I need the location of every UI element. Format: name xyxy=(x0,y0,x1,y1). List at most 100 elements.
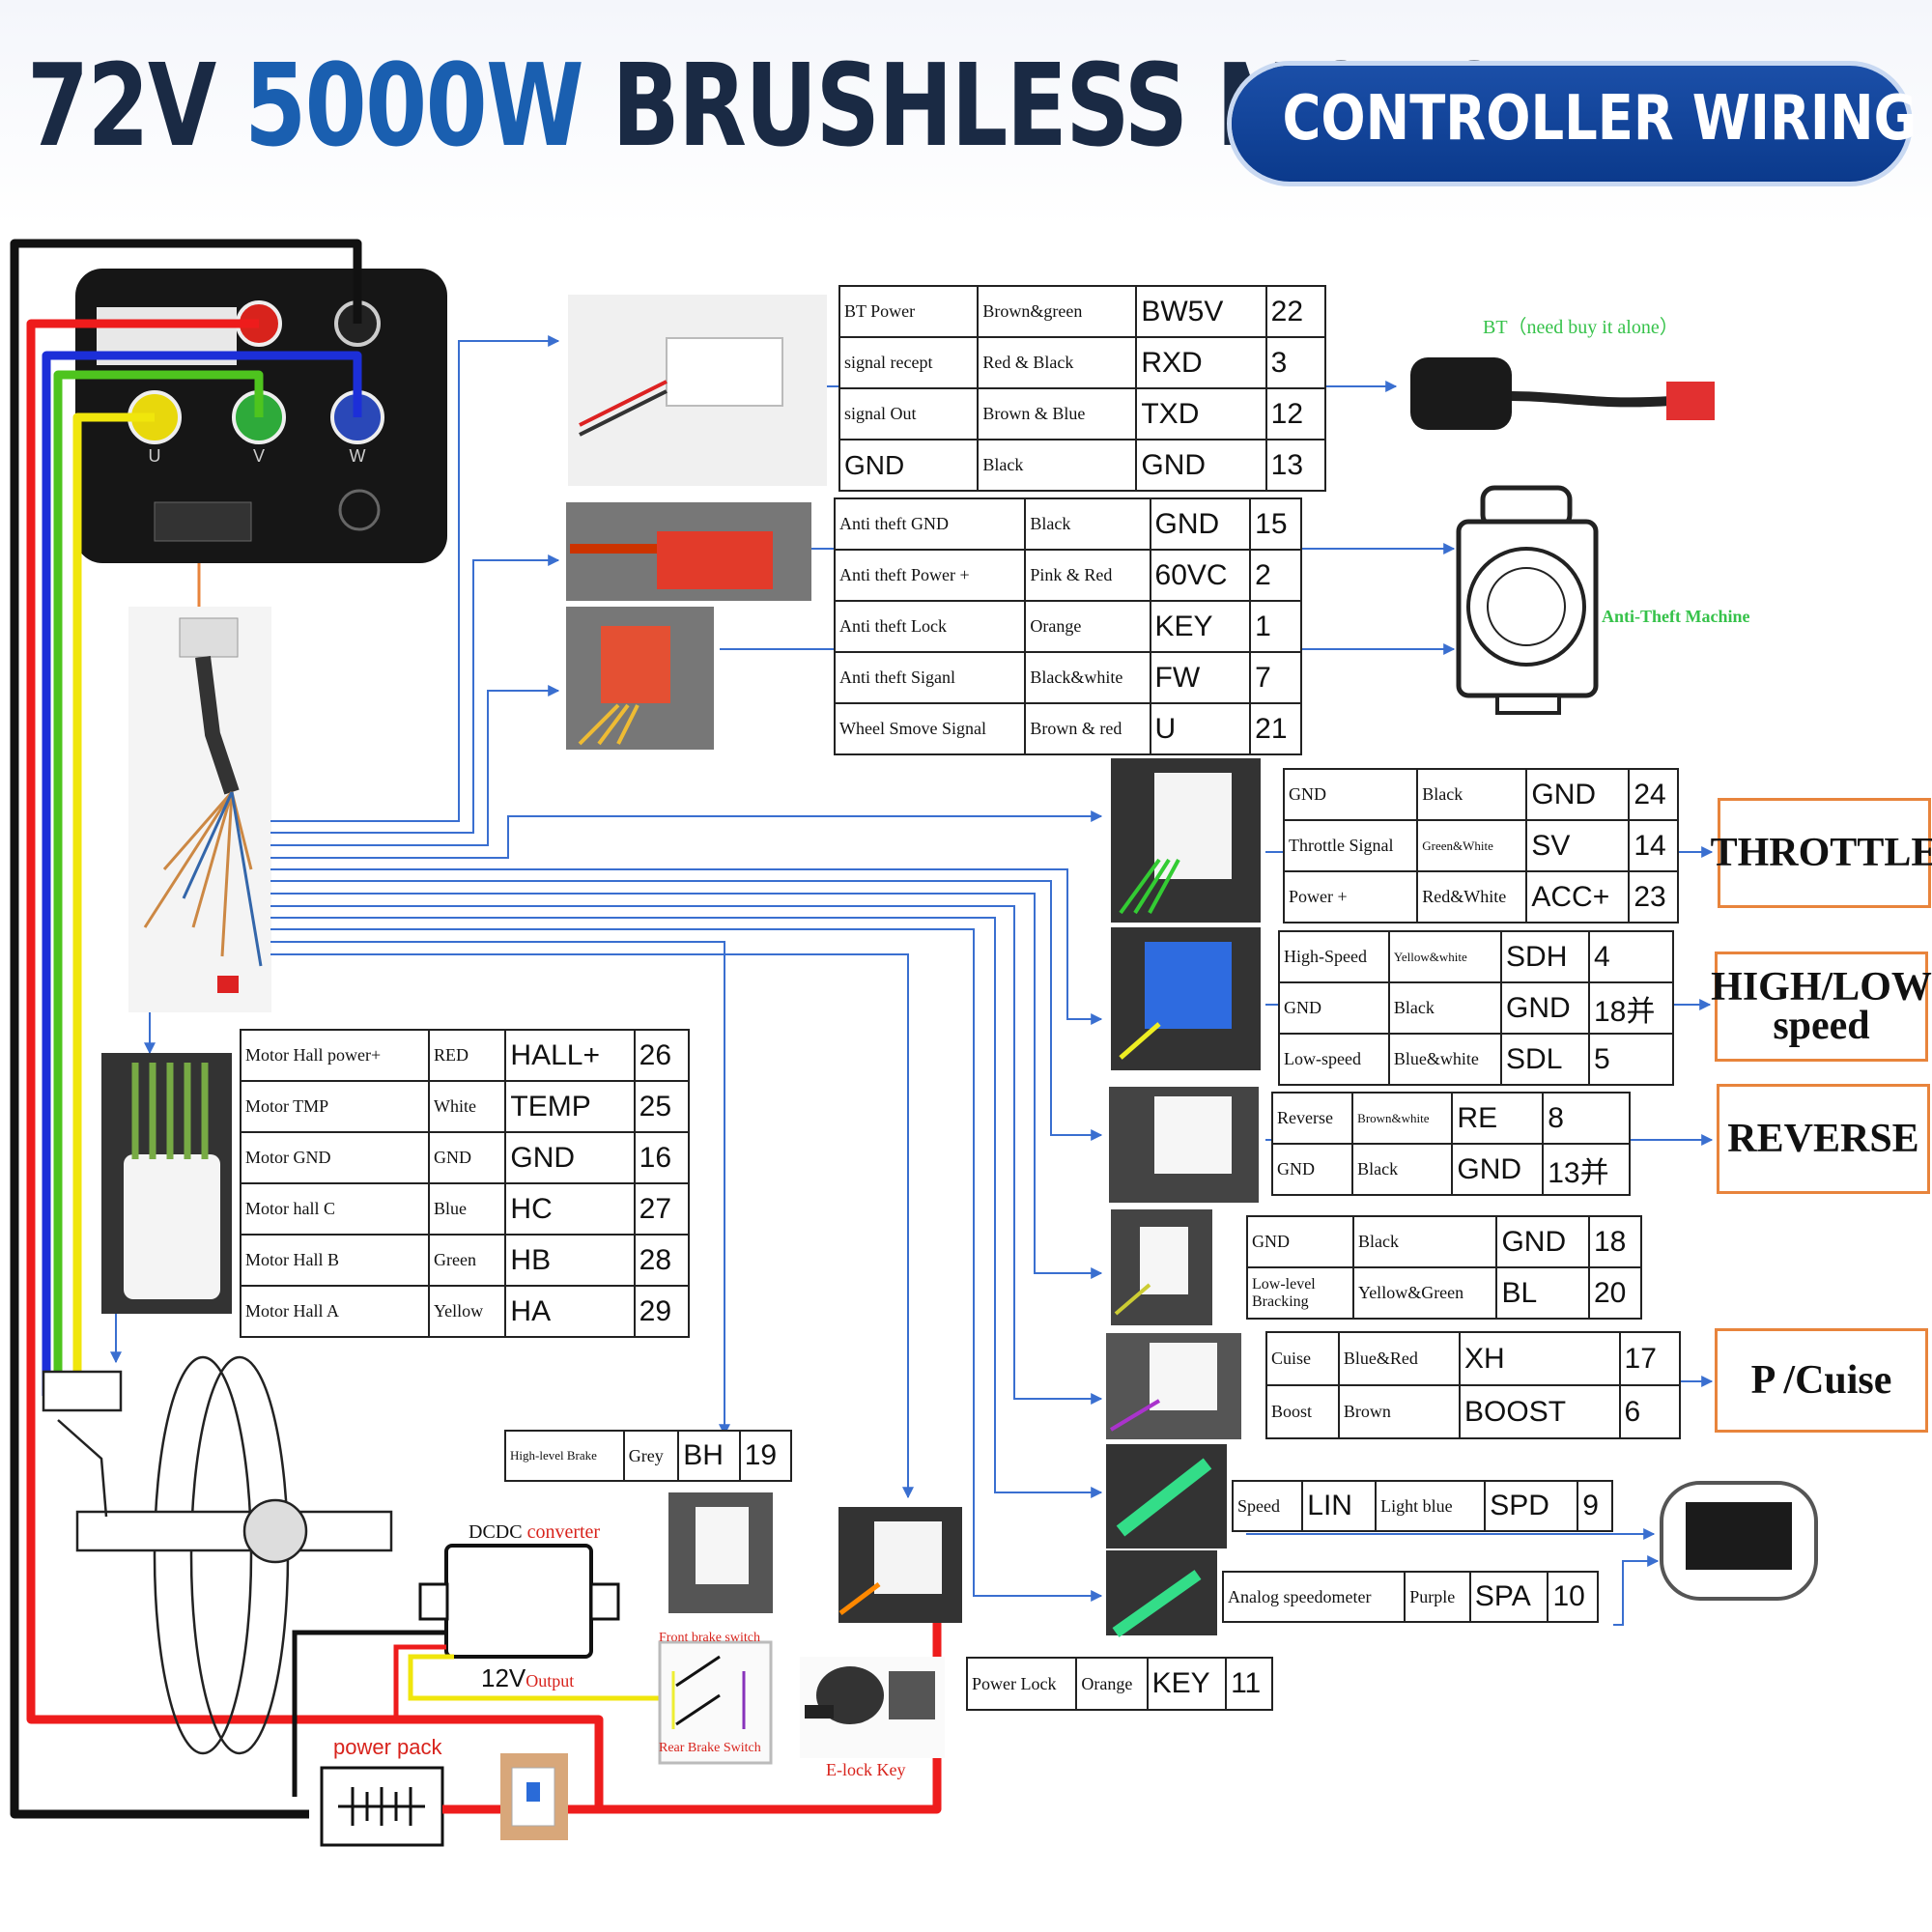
cell-color: Black xyxy=(1024,497,1151,551)
cell-pin: 16 xyxy=(633,1131,691,1184)
speed-box-sublabel: speed xyxy=(1773,1004,1870,1048)
cell-code: GND xyxy=(1500,981,1590,1035)
phase-u-label: U xyxy=(149,446,161,466)
cell-color: Grey xyxy=(622,1430,680,1482)
dcdc-label-suffix: converter xyxy=(526,1521,601,1543)
cell-pin: 25 xyxy=(633,1080,691,1133)
cell-pin: 13 xyxy=(1264,439,1327,492)
cell-name: High-Speed xyxy=(1278,930,1390,983)
cell-color: Blue xyxy=(427,1182,507,1236)
cell-name: Power + xyxy=(1282,870,1419,923)
elock-label: E-lock Key xyxy=(826,1760,906,1779)
cell-code: GND xyxy=(1149,497,1252,551)
cell-color: Black xyxy=(1351,1215,1498,1268)
title-power: 5000W xyxy=(244,39,583,172)
speed-box-label: HIGH/LOW xyxy=(1711,965,1932,1009)
cell-code: FW xyxy=(1149,651,1252,704)
cell-name: GND xyxy=(838,439,980,492)
cell-pin: 15 xyxy=(1249,497,1302,551)
cell-color: Pink & Red xyxy=(1024,549,1151,602)
antitheft-label: Anti-Theft Machine xyxy=(1602,607,1750,626)
cell-code: RE xyxy=(1451,1092,1545,1145)
antitheft-machine-image xyxy=(1456,485,1599,715)
cell-pin: 9 xyxy=(1577,1480,1613,1532)
cell-code: HC xyxy=(504,1182,636,1236)
cell-code: GND xyxy=(504,1131,636,1184)
cell-name: Analog speedometer xyxy=(1221,1571,1406,1623)
cell-color: Brown & red xyxy=(1024,702,1151,755)
diagram-badge: CONTROLLER WIRING DIAGRAM xyxy=(1232,66,1932,182)
cell-code: BW5V xyxy=(1135,285,1267,338)
cell-pin: 5 xyxy=(1587,1033,1675,1086)
cell-color: Yellow&Green xyxy=(1351,1266,1498,1320)
cell-pin: 11 xyxy=(1225,1657,1273,1711)
cell-pin: 18并 xyxy=(1587,981,1675,1035)
phase-v-label: V xyxy=(253,446,265,466)
cell-color: Black xyxy=(1416,768,1528,821)
cell-pin: 26 xyxy=(633,1029,691,1082)
cell-name: Motor hall C xyxy=(240,1182,430,1236)
cell-color: Brown&white xyxy=(1351,1092,1454,1145)
cell-name: GND xyxy=(1278,981,1390,1035)
cell-name: Throttle Signal xyxy=(1282,819,1419,872)
cell-name: GND xyxy=(1282,768,1419,821)
cell-pin: 10 xyxy=(1547,1571,1599,1623)
cell-code: BOOST xyxy=(1459,1384,1621,1439)
cell-code: SV xyxy=(1525,819,1631,872)
cell-code: 60VC xyxy=(1149,549,1252,602)
cell-code: SDL xyxy=(1500,1033,1590,1086)
cell-name: Speed xyxy=(1231,1480,1304,1532)
dcdc-label-prefix: DCDC xyxy=(469,1521,523,1543)
cell-pin: 6 xyxy=(1618,1384,1682,1439)
cell-name: signal Out xyxy=(838,387,980,440)
reverse-box-label: REVERSE xyxy=(1727,1117,1919,1161)
cell-name: Anti theft GND xyxy=(833,497,1027,551)
cell-color: Blue&Red xyxy=(1337,1331,1462,1386)
cell-code: GND xyxy=(1525,768,1631,821)
antitheft-connector-photo-1 xyxy=(566,502,811,601)
cell-code: KEY xyxy=(1146,1657,1228,1711)
cell-pin: 1 xyxy=(1249,600,1302,653)
title-voltage: 72V xyxy=(27,39,216,172)
cell-name: Boost xyxy=(1265,1384,1340,1439)
cell-name: Motor Hall power+ xyxy=(240,1029,430,1082)
cell-code: TEMP xyxy=(504,1080,636,1133)
highbrake-connector-photo xyxy=(668,1492,773,1613)
cell-pin: 19 xyxy=(738,1430,793,1482)
cell-color: Green&White xyxy=(1416,819,1528,872)
cell-name: Wheel Smove Signal xyxy=(833,702,1027,755)
cell-code: BH xyxy=(677,1430,741,1482)
cell-color: Light blue xyxy=(1375,1480,1487,1532)
cell-color: Yellow&white xyxy=(1387,930,1503,983)
cell-name: Anti theft Power + xyxy=(833,549,1027,602)
cell-color: Orange xyxy=(1075,1657,1149,1711)
cell-color: Black xyxy=(1387,981,1503,1035)
speed-wire-photo xyxy=(1106,1444,1227,1548)
phase-wires xyxy=(10,239,942,1819)
harness-image xyxy=(128,607,271,1012)
cell-pin: 29 xyxy=(633,1285,691,1338)
bt-label: BT（need buy it alone） xyxy=(1483,317,1679,338)
cell-name: signal recept xyxy=(838,336,980,389)
phase-w-label: W xyxy=(350,446,366,466)
